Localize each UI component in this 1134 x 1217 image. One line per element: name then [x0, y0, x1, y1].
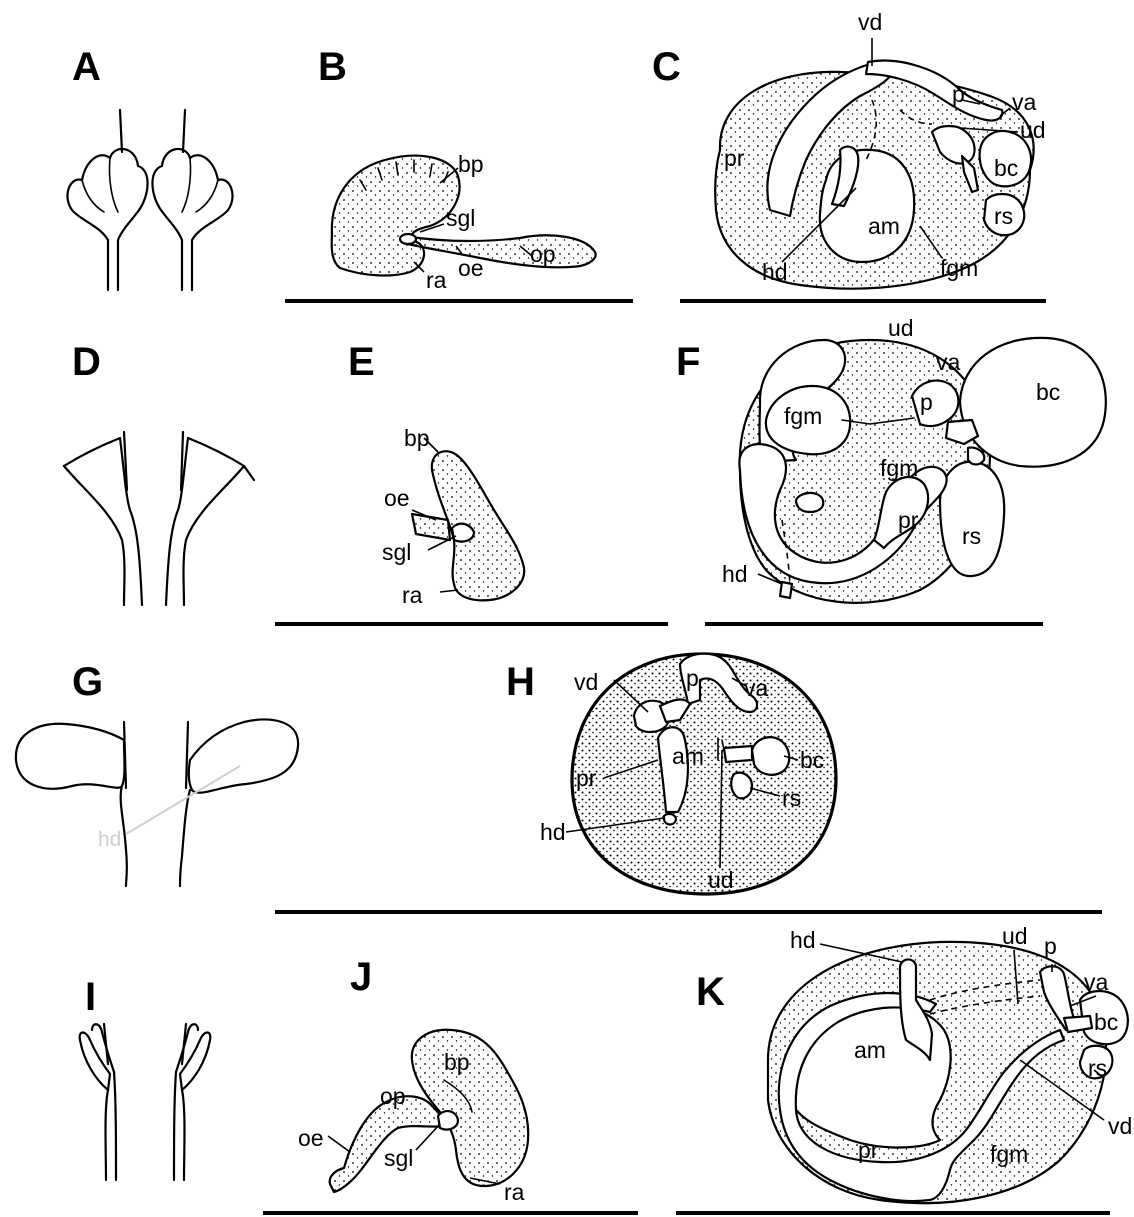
label-k-bc: bc: [1094, 1009, 1118, 1035]
label-k-ud: ud: [1002, 923, 1028, 949]
label-f-bc: bc: [1036, 379, 1060, 405]
panel-letter-h: H: [506, 660, 535, 704]
panel-j-drawing: [328, 1030, 528, 1192]
panel-e-drawing: [412, 438, 524, 600]
label-c-ud: ud: [1020, 117, 1046, 143]
label-j-sgl: sgl: [384, 1145, 413, 1171]
label-c-rs: rs: [994, 203, 1013, 229]
label-k-am: am: [854, 1037, 886, 1063]
label-j-op: op: [380, 1083, 406, 1109]
label-e-ra: ra: [402, 582, 423, 608]
label-b-bp: bp: [458, 151, 484, 177]
label-e-oe: oe: [384, 485, 410, 511]
panel-letter-a: A: [72, 45, 101, 89]
panel-a-drawing: [67, 110, 232, 290]
label-h-va: va: [744, 675, 769, 701]
label-h-bc: bc: [800, 747, 824, 773]
label-k-rs: rs: [1088, 1055, 1107, 1081]
label-f-pr: pr: [898, 507, 919, 533]
label-c-p: p: [952, 81, 965, 107]
panel-h-drawing: [566, 654, 836, 894]
label-k-vd: vd: [1108, 1113, 1132, 1139]
label-h-hd: hd: [540, 819, 566, 845]
panel-k-drawing: [768, 942, 1128, 1203]
label-c-bc: bc: [994, 155, 1018, 181]
label-c-hd: hd: [762, 259, 788, 285]
panel-letter-j: J: [350, 955, 372, 999]
label-k-p: p: [1044, 933, 1057, 959]
panel-letter-k: K: [696, 970, 725, 1014]
label-c-vd: vd: [858, 9, 882, 35]
label-j-bp: bp: [444, 1049, 470, 1075]
label-f-hd: hd: [722, 561, 748, 587]
label-j-ra: ra: [504, 1179, 525, 1205]
label-c-fgm: fgm: [940, 255, 978, 281]
label-f-va: va: [936, 349, 961, 375]
panel-letter-d: D: [72, 340, 101, 384]
label-k-pr: pr: [858, 1137, 879, 1163]
label-b-op: op: [530, 241, 556, 267]
label-b-ra: ra: [426, 267, 447, 293]
label-h-am: am: [672, 743, 704, 769]
label-b-sgl: sgl: [446, 205, 475, 231]
label-k-va: va: [1084, 969, 1109, 995]
label-f-fgm2: fgm: [880, 455, 918, 481]
panel-g-drawing: [16, 720, 298, 886]
panel-i-drawing: [80, 1024, 211, 1180]
label-k-fgm: fgm: [990, 1141, 1028, 1167]
label-g-hd: hd: [98, 828, 121, 851]
label-f-rs: rs: [962, 523, 981, 549]
label-h-rs: rs: [782, 785, 801, 811]
panel-letter-i: I: [85, 975, 96, 1019]
label-f-fgm1: fgm: [784, 403, 822, 429]
label-c-va: va: [1012, 89, 1037, 115]
label-f-ud: ud: [888, 315, 914, 341]
panel-letter-f: F: [676, 340, 700, 384]
label-k-hd: hd: [790, 927, 816, 953]
label-b-oe: oe: [458, 255, 484, 281]
label-e-sgl: sgl: [382, 539, 411, 565]
label-h-p: p: [686, 665, 699, 691]
label-h-pr: pr: [576, 765, 597, 791]
panel-f-drawing: [739, 338, 1105, 603]
label-c-am: am: [868, 213, 900, 239]
panel-letter-g: G: [72, 660, 103, 704]
label-c-pr: pr: [724, 145, 745, 171]
label-f-p: p: [920, 389, 933, 415]
panel-letter-b: B: [318, 45, 347, 89]
label-j-oe: oe: [298, 1125, 324, 1151]
panel-letter-e: E: [348, 340, 375, 384]
panel-d-drawing: [64, 432, 254, 605]
label-h-ud: ud: [708, 867, 734, 893]
panel-c-drawing: [715, 38, 1033, 289]
label-h-vd: vd: [574, 669, 598, 695]
panel-letter-c: C: [652, 45, 681, 89]
label-e-bp: bp: [404, 425, 430, 451]
